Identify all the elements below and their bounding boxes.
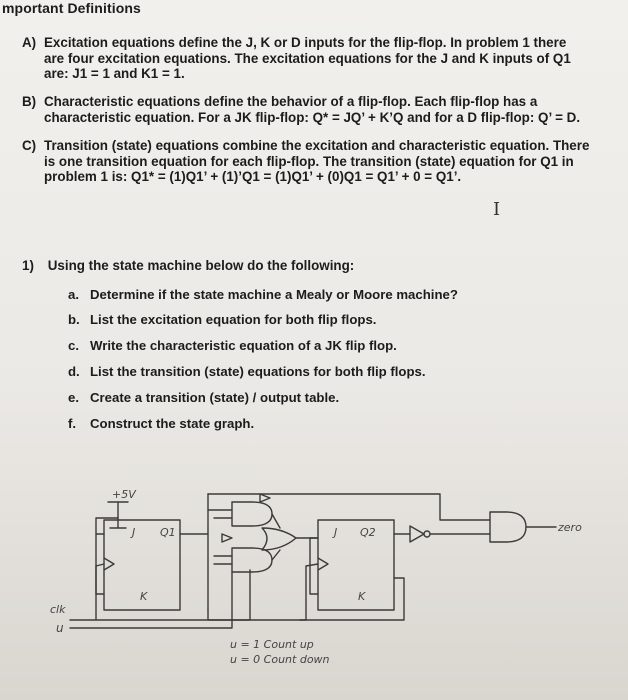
definition-label: A) xyxy=(22,35,37,50)
or-gate xyxy=(261,527,297,551)
task-letter: c. xyxy=(68,338,79,353)
definition-a: A) Excitation equations define the J, K … xyxy=(22,35,602,82)
task-item: d. List the transition (state) equations … xyxy=(68,364,426,379)
task-text: List the transition (state) equations fo… xyxy=(90,364,426,379)
definition-b: B) Characteristic equations define the b… xyxy=(22,94,602,125)
problem-number: 1) xyxy=(22,258,34,273)
section-title: mportant Definitions xyxy=(2,0,141,16)
definition-label: C) xyxy=(22,138,37,153)
supply-rail xyxy=(107,501,129,519)
task-text: Create a transition (state) / output tab… xyxy=(90,390,340,405)
inverter xyxy=(409,525,425,543)
definition-line: are four excitation equations. The excit… xyxy=(44,50,571,66)
task-item: e. Create a transition (state) / output t… xyxy=(68,390,339,405)
flip-flop-1 xyxy=(103,519,181,611)
clock-label: clk xyxy=(50,603,66,616)
task-letter: a. xyxy=(68,287,79,302)
task-letter: d. xyxy=(68,364,80,379)
task-text: List the excitation equation for both fl… xyxy=(90,312,377,327)
problem-heading: 1) Using the state machine below do the … xyxy=(22,258,354,273)
problem-text: Using the state machine below do the fol… xyxy=(47,258,355,273)
definition-line: are: J1 = 1 and K1 = 1. xyxy=(44,66,185,81)
output-zero-label: zero xyxy=(557,521,582,534)
input-u-label: u xyxy=(56,621,64,635)
task-letter: e. xyxy=(68,390,79,405)
definition-line: Excitation equations define the J, K or … xyxy=(44,35,567,50)
ff1-k-label: K xyxy=(140,590,148,603)
output-and-gate xyxy=(489,511,527,543)
text-cursor-icon: I xyxy=(493,199,501,220)
ff1-q-label: Q1 xyxy=(160,526,176,539)
and-gate-2 xyxy=(231,547,273,573)
task-letter: f. xyxy=(68,416,77,431)
task-letter: b. xyxy=(68,312,80,327)
note-count-up: u = 1 Count up xyxy=(230,638,314,651)
note-count-down: u = 0 Count down xyxy=(230,653,330,666)
ff2-j-label: J xyxy=(332,526,337,539)
ff2-k-label: K xyxy=(358,590,366,603)
task-text: Write the characteristic equation of a J… xyxy=(90,338,397,353)
ff1-j-label: J xyxy=(130,526,135,539)
task-item: a. Determine if the state machine a Mealy… xyxy=(68,287,458,302)
ff2-q-label: Q2 xyxy=(360,526,376,539)
definition-line: Transition (state) equations combine the… xyxy=(44,138,590,153)
task-text: Determine if the state machine a Mealy o… xyxy=(90,287,458,302)
task-text: Construct the state graph. xyxy=(90,416,255,431)
definition-c: C) Transition (state) equations combine … xyxy=(22,138,612,185)
definition-line: Characteristic equations define the beha… xyxy=(44,94,538,109)
definition-line: characteristic equation. For a JK flip-f… xyxy=(44,109,581,125)
definition-line: is one transition equation for each flip… xyxy=(44,153,574,169)
definition-line: problem 1 is: Q1* = (1)Q1’ + (1)’Q1 = (1… xyxy=(44,169,462,184)
state-machine-circuit: +5V J Q1 K J Q2 K clk u zero u = 1 Count… xyxy=(50,488,582,666)
flip-flop-2 xyxy=(317,519,395,611)
task-item: f. Construct the state graph. xyxy=(68,416,254,431)
task-item: c. Write the characteristic equation of a… xyxy=(68,338,397,353)
and-gate-1 xyxy=(231,501,273,527)
supply-label: +5V xyxy=(112,488,137,501)
definition-label: B) xyxy=(22,94,37,109)
task-item: b. List the excitation equation for both … xyxy=(68,312,376,327)
